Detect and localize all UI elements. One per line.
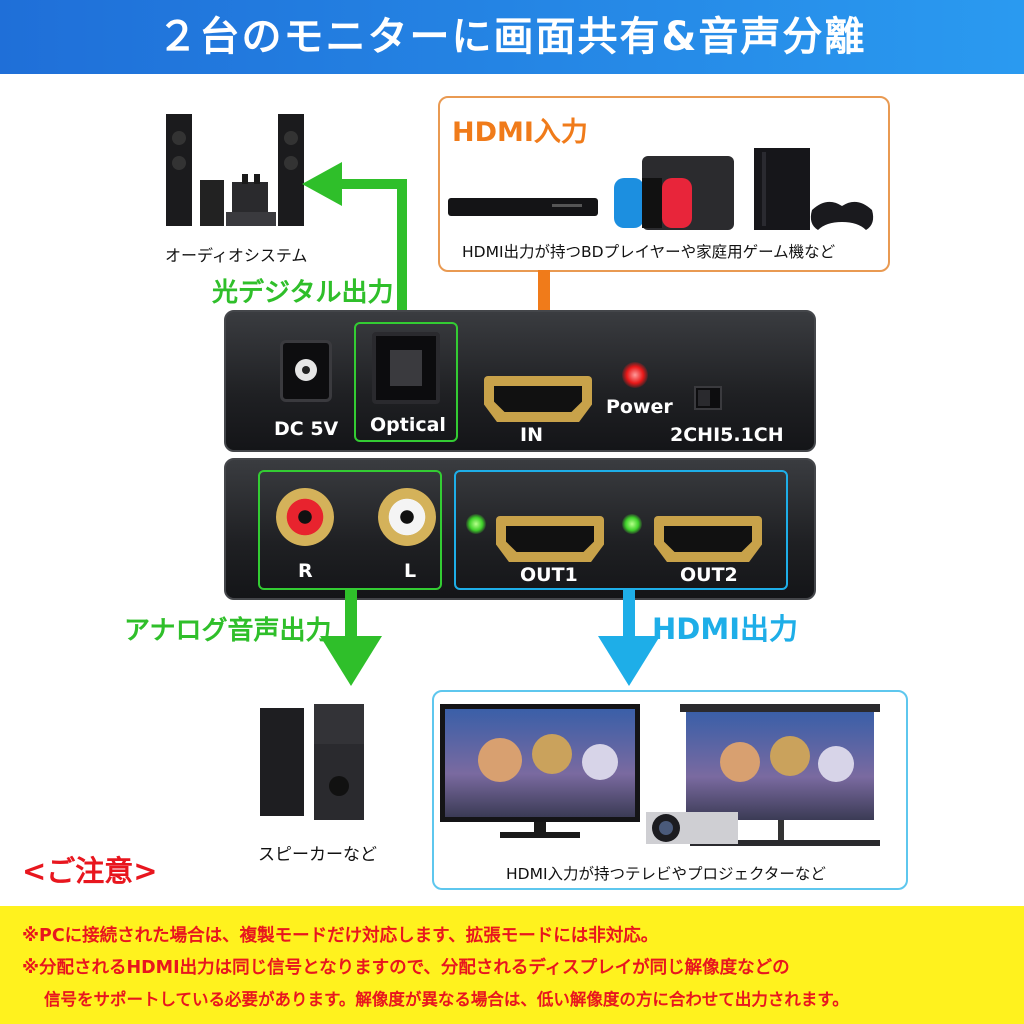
rca-right-port — [276, 488, 334, 546]
source-devices-image — [448, 148, 874, 230]
hdmi-out-label: HDMI出力 — [652, 612, 798, 646]
power-label: Power — [606, 396, 673, 418]
optical-out-label: 光デジタル出力 — [212, 278, 394, 308]
out1-label: OUT1 — [520, 564, 578, 586]
displays-caption: HDMI入力が持つテレビやプロジェクターなど — [506, 865, 826, 883]
speakers-caption: スピーカーなど — [258, 845, 377, 865]
hdmi-input-caption: HDMI出力が持つBDプレイヤーや家庭用ゲーム機など — [462, 243, 836, 261]
audio-system-caption: オーディオシステム — [165, 246, 308, 265]
audio-system-image — [166, 114, 304, 226]
optical-arrow — [302, 162, 407, 330]
optical-port — [372, 332, 440, 404]
dc-jack — [280, 340, 332, 402]
header-banner: ２台のモニターに画面共有&音声分離 — [0, 0, 1024, 74]
hdmi-out2-port — [654, 516, 762, 562]
hdmi-out-arrow — [598, 590, 660, 686]
header-title: ２台のモニターに画面共有&音声分離 — [157, 14, 867, 60]
r-label: R — [298, 560, 313, 582]
hdmi-input-box — [438, 96, 890, 272]
dc-label: DC 5V — [274, 418, 339, 440]
hdmi-in-port — [484, 376, 592, 422]
notice-line-1: ※PCに接続された場合は、複製モードだけ対応します、拡張モードには非対応。 — [22, 926, 659, 946]
analog-out-label: アナログ音声出力 — [124, 616, 332, 646]
out2-label: OUT2 — [680, 564, 738, 586]
displays-box — [432, 690, 908, 890]
rca-left-port — [378, 488, 436, 546]
analog-arrow — [320, 590, 382, 686]
l-label: L — [404, 560, 417, 582]
hdmi-input-title: HDMI入力 — [452, 117, 588, 148]
out1-led — [466, 514, 486, 534]
notice-title: <ご注意> — [22, 854, 158, 888]
displays-image — [440, 704, 880, 846]
hdmi-out1-port — [496, 516, 604, 562]
optical-label: Optical — [370, 414, 446, 436]
notice-line-2: ※分配されるHDMI出力は同じ信号となりますので、分配されるディスプレイが同じ解… — [22, 958, 790, 978]
in-label: IN — [520, 424, 543, 446]
switch-label: 2CHI5.1CH — [670, 424, 784, 446]
power-led — [622, 362, 648, 388]
notice-panel: ※PCに接続された場合は、複製モードだけ対応します、拡張モードには非対応。 ※分… — [0, 906, 1024, 1024]
optical-highlight — [354, 322, 458, 442]
channel-switch — [694, 386, 722, 410]
out2-led — [622, 514, 642, 534]
hdmi-out-highlight — [454, 470, 788, 590]
speakers-image — [260, 704, 364, 820]
notice-line-3: 信号をサポートしている必要があります。解像度が異なる場合は、低い解像度の方に合わ… — [44, 990, 849, 1009]
rca-highlight — [258, 470, 442, 590]
